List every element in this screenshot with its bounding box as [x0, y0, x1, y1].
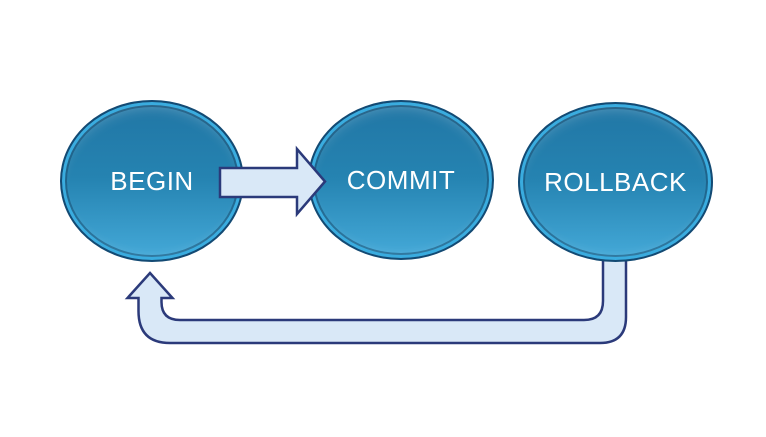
node-commit: COMMIT — [308, 100, 494, 260]
node-rollback-label: ROLLBACK — [544, 166, 687, 197]
node-commit-label: COMMIT — [346, 164, 456, 195]
begin-to-commit-arrow — [218, 145, 327, 218]
node-begin-label: BEGIN — [110, 165, 194, 196]
node-rollback: ROLLBACK — [518, 102, 713, 262]
